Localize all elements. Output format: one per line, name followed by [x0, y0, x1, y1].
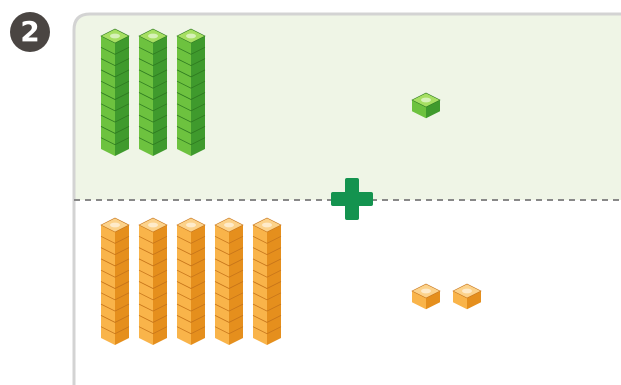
panel-border: [72, 12, 621, 385]
top-ones-cubes: [411, 92, 441, 119]
plus-icon: [331, 178, 373, 220]
orange-ones-cube: [411, 283, 441, 310]
green-tens-rod: [176, 28, 206, 156]
orange-ones-cube: [452, 283, 482, 310]
top-tens-rods: [100, 28, 206, 156]
bottom-tens-rods: [100, 217, 282, 345]
problem-number-badge: 2: [10, 12, 50, 52]
bottom-ones-cubes: [411, 283, 482, 310]
green-ones-cube: [411, 92, 441, 119]
orange-tens-rod: [138, 217, 168, 345]
green-tens-rod: [100, 28, 130, 156]
orange-tens-rod: [176, 217, 206, 345]
green-tens-rod: [138, 28, 168, 156]
orange-tens-rod: [214, 217, 244, 345]
orange-tens-rod: [252, 217, 282, 345]
orange-tens-rod: [100, 217, 130, 345]
